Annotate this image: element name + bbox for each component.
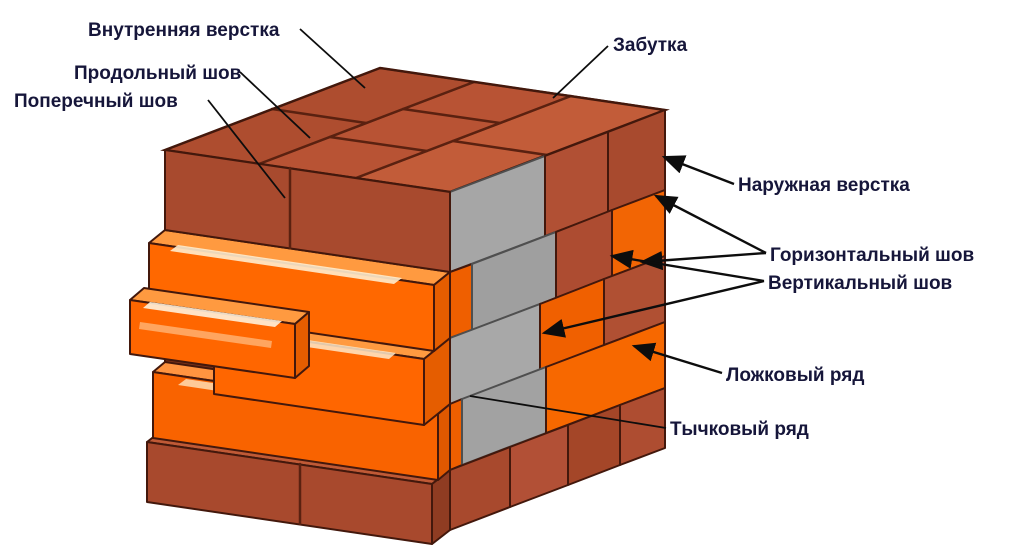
label-internal-course: Внутренняя верстка (88, 20, 280, 41)
label-vertical-joint: Вертикальный шов (768, 273, 952, 294)
arrow-horizontal-joint-1 (653, 194, 767, 255)
arrow-horizontal-joint-2 (639, 250, 767, 271)
label-transverse-joint: Поперечный шов (14, 91, 178, 112)
top-transverse-joint-inner (270, 107, 368, 125)
arrow-vertical-joint-2 (541, 279, 765, 338)
leader-internal-course (299, 28, 366, 89)
leader-lines (207, 28, 767, 429)
label-stretcher-row: Ложковый ряд (726, 365, 864, 386)
pulled-out-brick (129, 287, 310, 379)
top-transverse-joint-mid-1 (328, 135, 429, 153)
brick-end (437, 403, 451, 481)
brick-face (449, 398, 463, 471)
brick-end (431, 469, 451, 545)
arrow-vertical-joint-1 (609, 249, 765, 283)
label-backing: Забутка (613, 35, 688, 56)
leader-backing (552, 45, 609, 99)
brick-end (294, 311, 310, 379)
brick-highlight (139, 322, 272, 348)
brick-highlight (143, 302, 282, 327)
label-horizontal-joint: Горизонтальный шов (770, 245, 974, 266)
leader-header-row (469, 395, 667, 429)
wall-left-face (146, 149, 451, 545)
label-longitudinal-joint: Продольный шов (74, 63, 241, 84)
brick-face (449, 263, 473, 339)
label-external-course: Наружная верстка (738, 175, 910, 196)
arrow-external-course (661, 155, 735, 186)
label-header-row: Тычковый ряд (670, 419, 809, 440)
brick-face (164, 149, 451, 273)
leader-longitudinal-joint (239, 71, 311, 139)
top-longitudinal-joint-1 (354, 94, 573, 180)
top-transverse-joint-mid-2 (401, 107, 502, 125)
arrow-stretcher-row (631, 342, 723, 375)
brick-highlight (170, 245, 402, 284)
top-transverse-joint-outer (451, 139, 549, 157)
labels: Внутренняя верстка Продольный шов Попере… (14, 20, 974, 440)
leader-transverse-joint (207, 99, 286, 199)
brick-face (619, 387, 666, 466)
brick-end (433, 271, 451, 352)
